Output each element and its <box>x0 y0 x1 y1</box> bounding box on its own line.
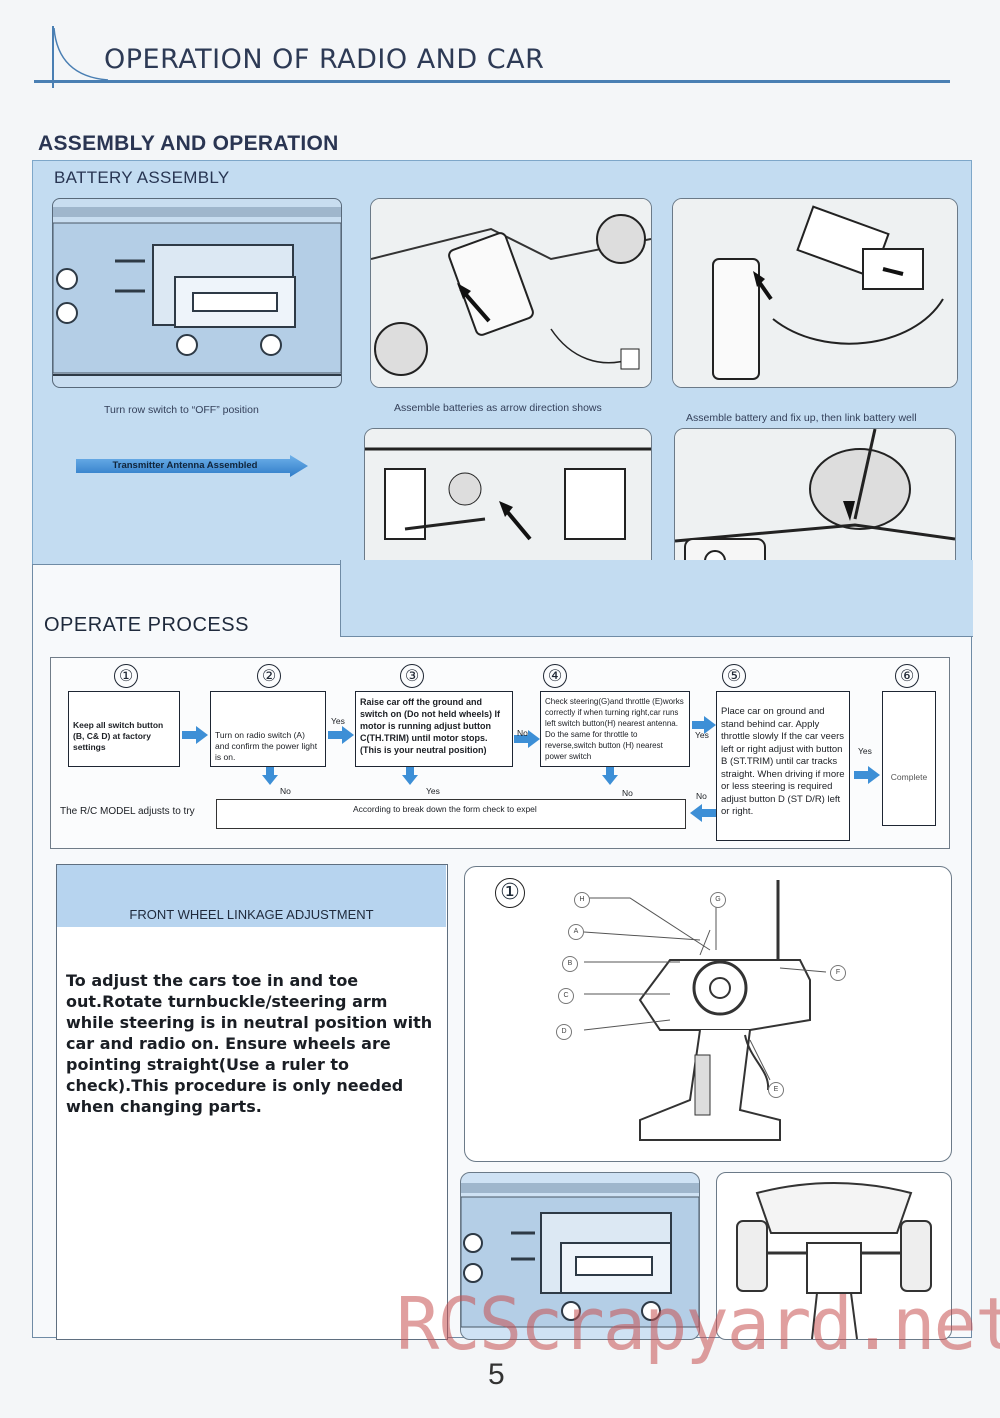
flow-arrow-down-icon <box>262 767 278 785</box>
flow-arrow-icon <box>854 766 880 784</box>
front-wheel-text: To adjust the cars toe in and toe out.Ro… <box>66 971 433 1116</box>
no-label: No <box>517 728 528 738</box>
yes-label: Yes <box>331 716 345 726</box>
operate-process-title: OPERATE PROCESS <box>44 614 249 636</box>
step-number: ② <box>257 664 281 688</box>
no-label: No <box>622 788 633 798</box>
step-box: Check steering(G)and throttle (E)works c… <box>540 691 690 767</box>
no-label: No <box>696 791 707 801</box>
adjust-label: The R/C MODEL adjusts to try <box>60 806 195 817</box>
page-title: OPERATION OF RADIO AND CAR <box>104 44 545 75</box>
transmitter-antenna-arrow-icon <box>76 455 308 477</box>
step-number: ④ <box>543 664 567 688</box>
front-wheel-title: FRONT WHEEL LINKAGE ADJUSTMENT <box>129 907 374 922</box>
battery-switch-photo <box>460 1172 700 1340</box>
caption-assemble-batteries: Assemble batteries as arrow direction sh… <box>394 402 602 414</box>
flow-arrow-down-icon <box>602 767 618 785</box>
flow-arrow-down-icon <box>402 767 418 785</box>
flow-arrow-icon <box>514 730 540 748</box>
step-number: ③ <box>400 664 424 688</box>
front-wheel-header <box>57 865 446 927</box>
page-number: 5 <box>488 1358 505 1391</box>
breakdown-box: According to break down the form check t… <box>216 799 686 829</box>
section-title: ASSEMBLY AND OPERATION <box>38 132 339 155</box>
step-number: ⑥ <box>895 664 919 688</box>
transmitter-icon <box>638 880 811 1141</box>
flow-arrow-icon <box>328 726 354 744</box>
flow-arrow-icon <box>692 716 716 734</box>
front-wheel-panel <box>56 864 448 1340</box>
chassis-front-photo <box>716 1172 952 1340</box>
step-box: Raise car off the ground and switch on (… <box>355 691 513 767</box>
callout-h: H <box>574 892 590 908</box>
callout-c: C <box>558 988 574 1004</box>
yes-label: Yes <box>426 786 440 796</box>
callout-d: D <box>556 1024 572 1040</box>
header-decoration-icon <box>53 27 109 81</box>
callout-a: A <box>568 924 584 940</box>
callout-b: B <box>562 956 578 972</box>
battery-connector-photo <box>672 198 958 388</box>
yes-label: Yes <box>695 730 709 740</box>
diagram-number: ① <box>495 878 525 908</box>
battery-assembly-title: BATTERY ASSEMBLY <box>54 168 230 187</box>
no-label: No <box>280 786 291 796</box>
watermark: RCScrapyard.net <box>396 1282 1000 1366</box>
transmitter-antenna-label: Transmitter Antenna Assembled <box>112 460 258 471</box>
yes-label: Yes <box>858 746 872 756</box>
flow-arrow-left-icon <box>690 804 716 822</box>
step-box-complete: Complete <box>882 691 936 826</box>
panel-notch <box>340 560 973 637</box>
callout-e: E <box>768 1082 784 1098</box>
step-number: ① <box>114 664 138 688</box>
callout-lines-icon <box>583 897 827 1081</box>
battery-compartment-photo <box>52 198 342 388</box>
caption-switch-off: Turn row switch to “OFF” position <box>104 404 259 416</box>
battery-insert-photo <box>370 198 652 388</box>
caption-fix-battery: Assemble battery and fix up, then link b… <box>686 412 917 424</box>
step-box: Place car on ground and stand behind car… <box>716 691 850 841</box>
step-box: Keep all switch button (B, C& D) at fact… <box>68 691 180 767</box>
header-vertical-rule <box>52 26 54 88</box>
flow-arrow-icon <box>182 726 208 744</box>
callout-f: F <box>830 965 846 981</box>
header-rule <box>34 80 950 83</box>
callout-g: G <box>710 892 726 908</box>
step-box: Turn on radio switch (A) and confirm the… <box>210 691 326 767</box>
step-number: ⑤ <box>722 664 746 688</box>
